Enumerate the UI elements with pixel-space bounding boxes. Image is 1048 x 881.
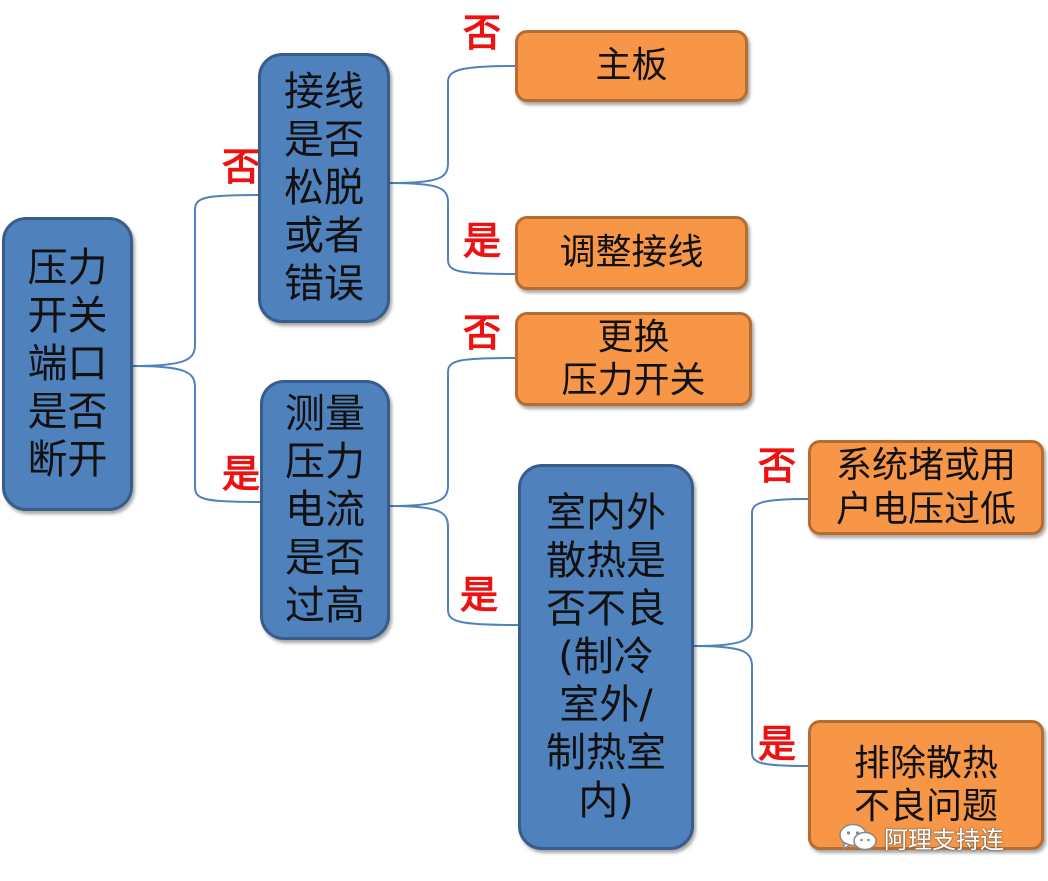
node-check-wiring: 接线 是否 松脱 或者 错误 <box>258 53 390 323</box>
node-replace-pressure-switch: 更换 压力开关 <box>515 312 752 406</box>
label-root-yes: 是 <box>222 452 261 496</box>
wechat-icon <box>839 823 877 850</box>
connector-heat-yes <box>693 645 809 767</box>
node-system-blocked-or-low-voltage: 系统堵或用 户电压过低 <box>808 440 1044 535</box>
watermark-text: 阿理支持连 <box>884 826 1004 854</box>
label-current-no: 否 <box>463 311 502 355</box>
connector-root-no <box>132 194 261 367</box>
node-mainboard: 主板 <box>515 30 748 102</box>
node-heat-dissipation: 室内外 散热是 否不良 (制冷 室外/ 制热室 内) <box>518 464 694 850</box>
label-heat-no: 否 <box>758 444 797 488</box>
node-adjust-wiring: 调整接线 <box>515 216 748 290</box>
watermark: 阿理支持连 <box>838 820 1004 855</box>
label-wiring-no: 否 <box>463 11 502 55</box>
label-wiring-yes: 是 <box>463 219 502 263</box>
connector-wiring-no <box>389 65 516 184</box>
connector-current-no <box>389 357 516 507</box>
label-root-no: 否 <box>222 145 261 189</box>
node-pressure-switch-disconnected: 压力 开关 端口 是否 断开 <box>2 217 133 511</box>
connector-wiring-yes <box>389 182 516 275</box>
connector-current-yes <box>389 505 519 626</box>
connector-root-yes <box>132 365 263 503</box>
connector-heat-no <box>693 498 809 647</box>
node-measure-current: 测量 压力 电流 是否 过高 <box>260 380 390 640</box>
label-heat-yes: 是 <box>758 722 797 766</box>
label-current-yes: 是 <box>460 573 499 617</box>
